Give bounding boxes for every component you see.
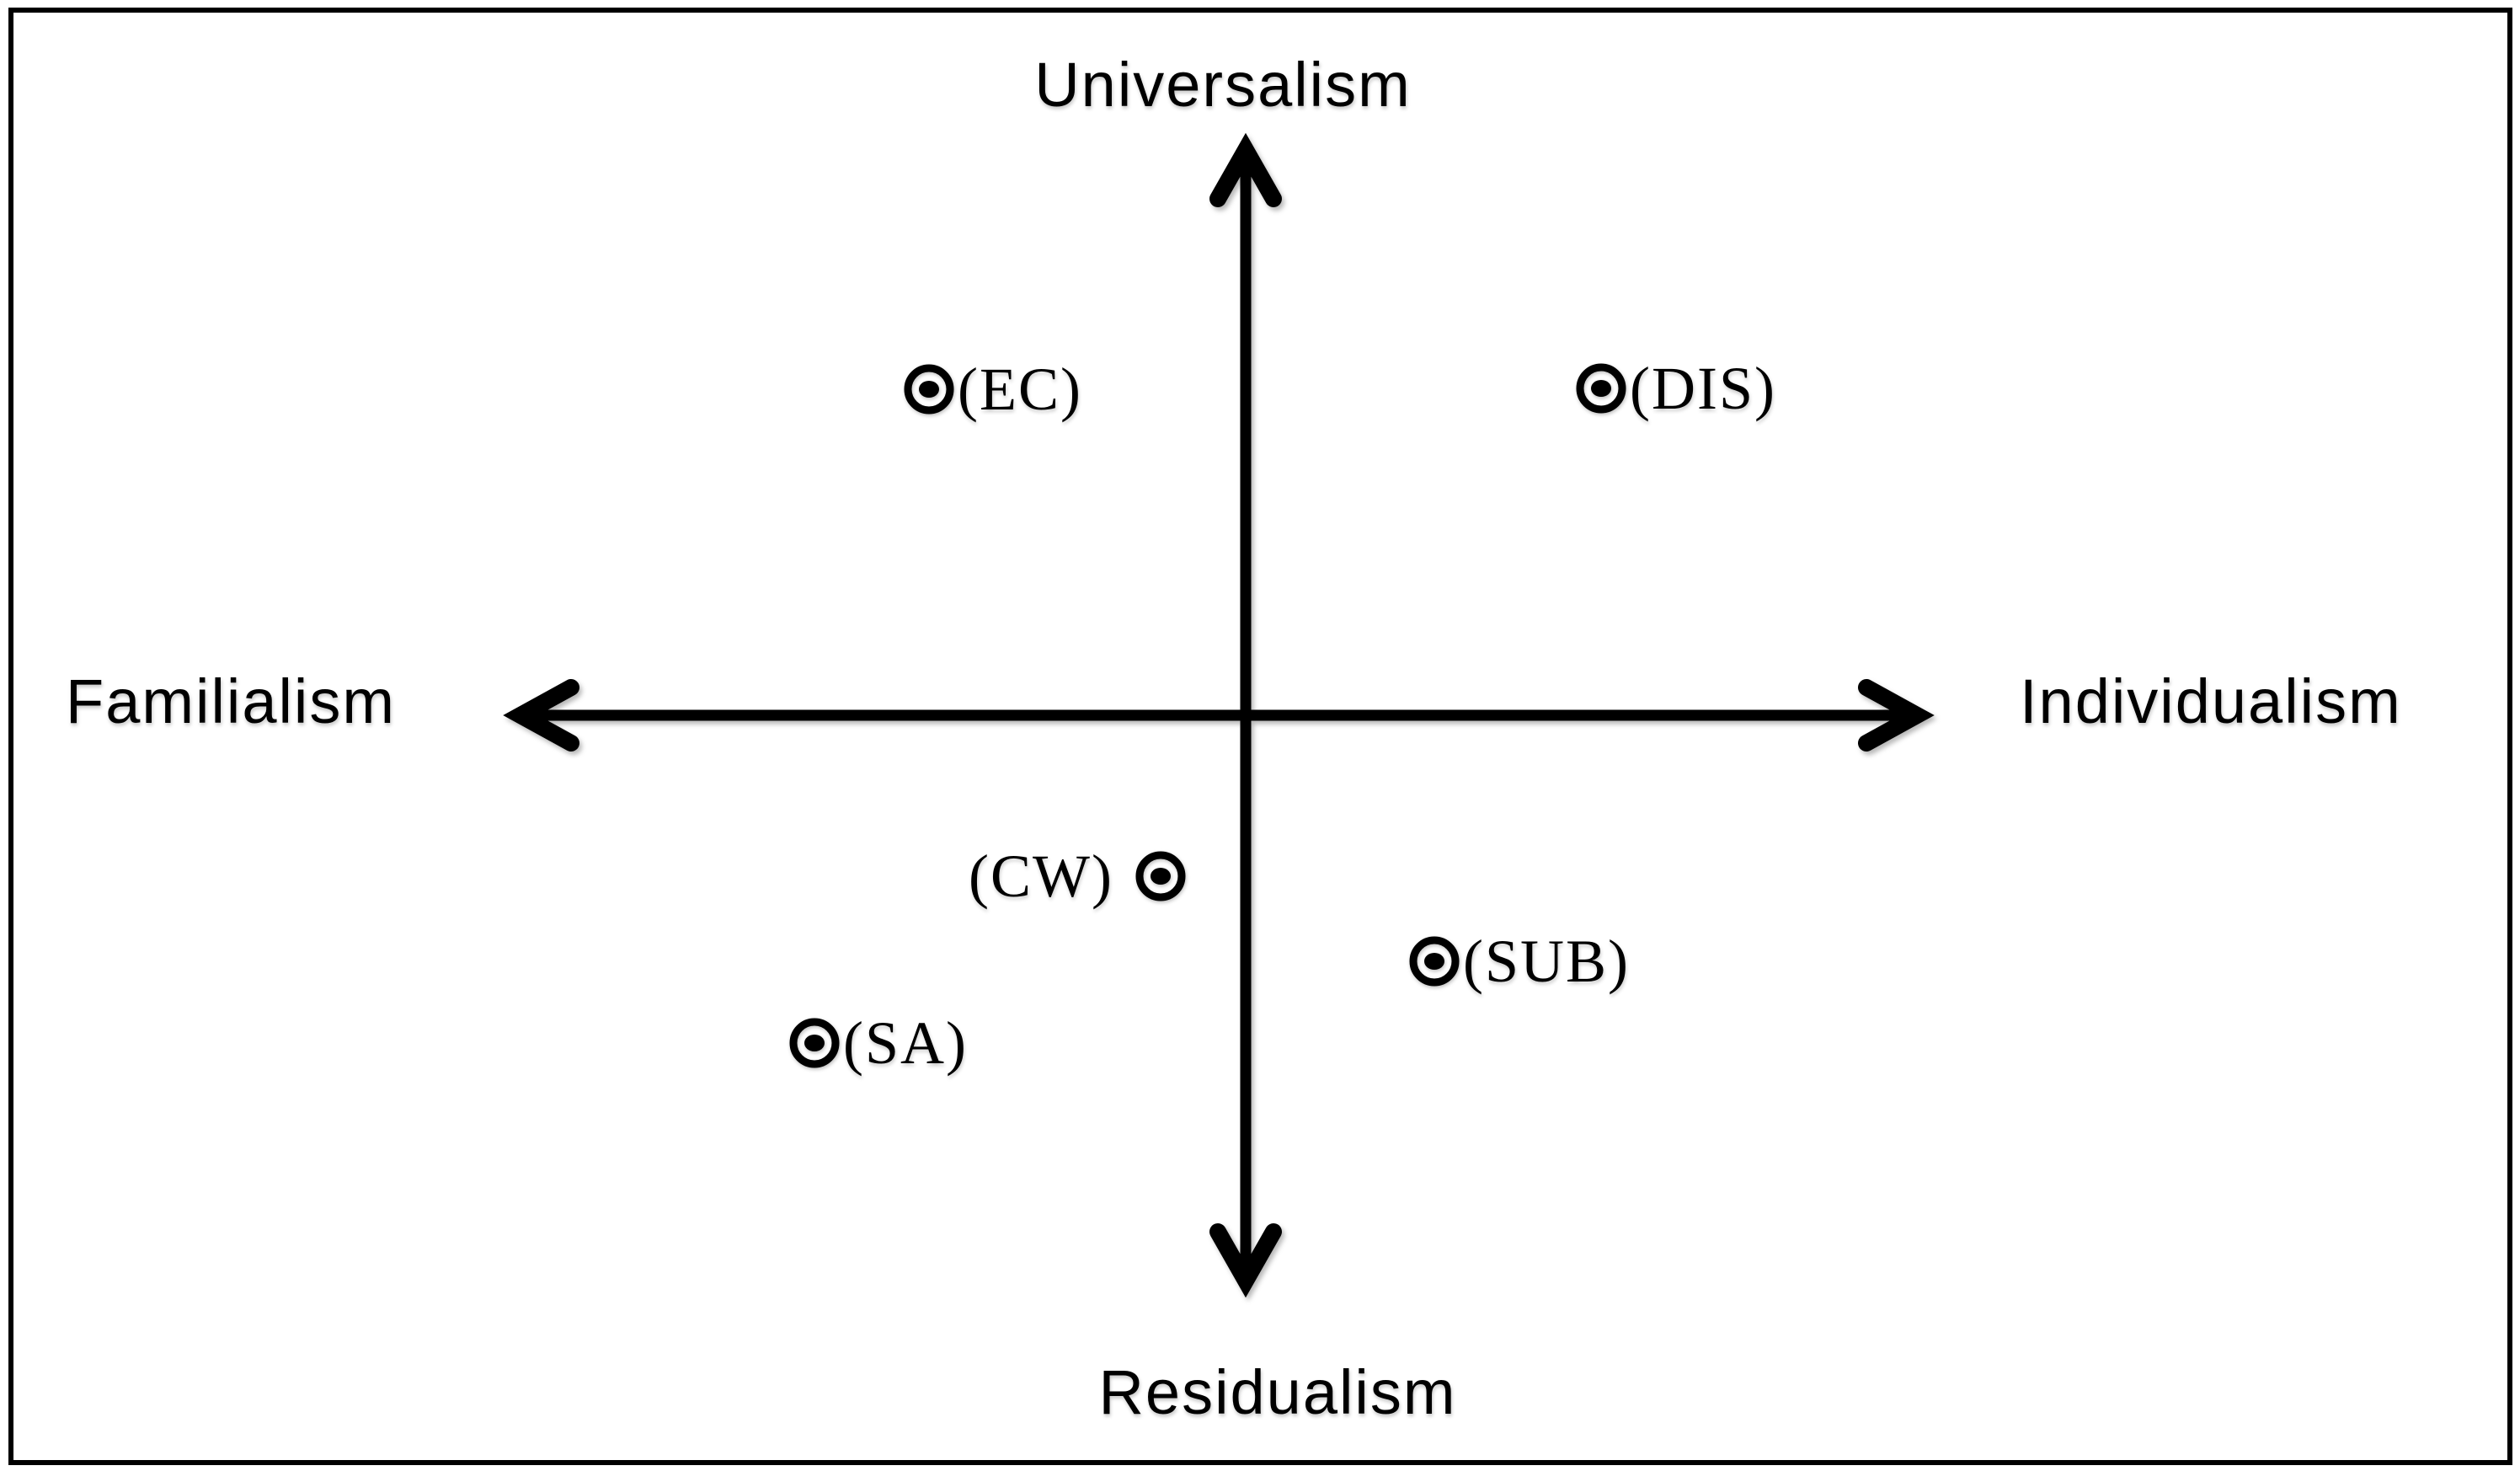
circled-dot-icon: [1576, 363, 1626, 414]
axis-label-individualism: Individualism: [2020, 666, 2402, 736]
circled-dot-icon: [1409, 936, 1460, 987]
marker-label: (EC): [958, 356, 1082, 423]
arrowhead-left-icon: [503, 679, 579, 752]
marker-sub: (SUB): [1407, 931, 1630, 992]
circled-dot-icon: [789, 1018, 840, 1068]
arrowhead-up-icon: [1209, 132, 1282, 207]
circled-dot-icon: [904, 364, 954, 415]
arrowhead-down-icon: [1209, 1223, 1282, 1298]
arrowhead-right-icon: [1858, 679, 1935, 752]
marker-label: (DIS): [1630, 355, 1776, 422]
marker-label: (SUB): [1463, 928, 1631, 995]
circled-dot-icon: [1135, 851, 1186, 901]
border-frame: [8, 8, 2512, 1465]
marker-dis: (DIS): [1574, 358, 1776, 419]
marker-label: (CW): [969, 842, 1113, 910]
marker-cw: (CW): [969, 846, 1188, 907]
axis-label-familialism: Familialism: [66, 666, 396, 736]
marker-ec: (EC): [902, 359, 1082, 420]
axis-label-residualism: Residualism: [1098, 1357, 1457, 1427]
axis-label-universalism: Universalism: [1034, 50, 1412, 120]
marker-sa: (SA): [788, 1013, 968, 1073]
marker-label: (SA): [843, 1009, 968, 1077]
